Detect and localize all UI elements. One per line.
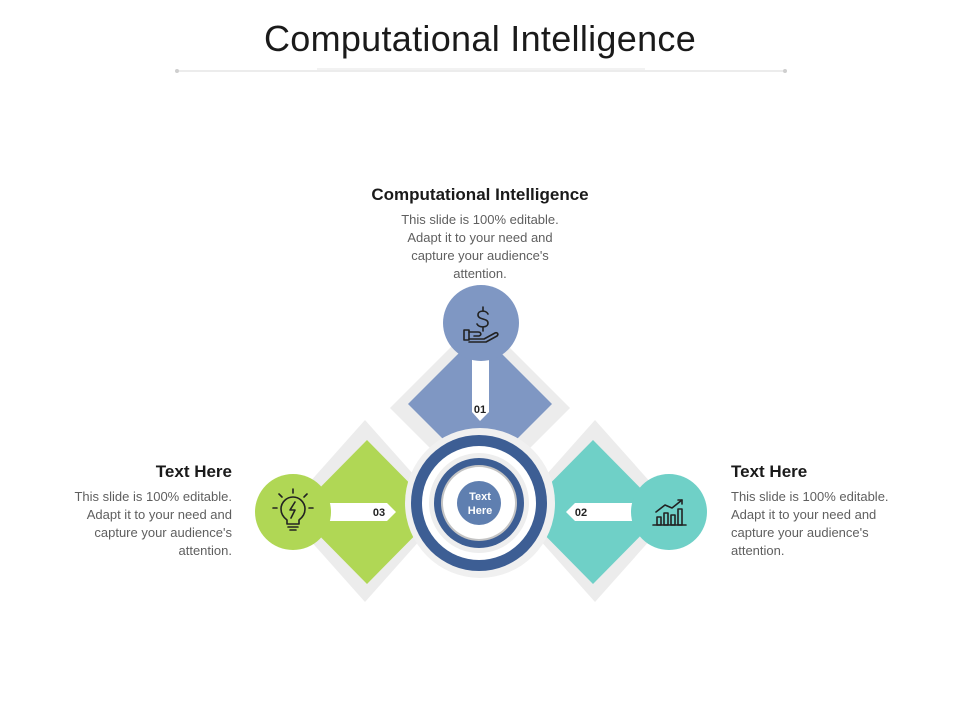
hub-label-line1: Text: [469, 491, 491, 503]
item-number-03: 03: [373, 507, 385, 519]
item-body-01: This slide is 100% editable. Adapt it to…: [401, 212, 559, 281]
item-heading-02: Text Here: [731, 462, 808, 481]
item-heading-01: Computational Intelligence: [371, 185, 589, 204]
text-block-02: Text Here This slide is 100% editable. A…: [731, 462, 903, 560]
dollar-hand-icon: [463, 306, 499, 343]
slide-title: Computational Intelligence: [263, 18, 697, 59]
icon-circle-01: [443, 285, 519, 361]
item-body-02: This slide is 100% editable. Adapt it to…: [731, 489, 889, 558]
item-body-03: This slide is 100% editable. Adapt it to…: [74, 489, 232, 558]
arrow-01: [472, 349, 489, 421]
item-number-01: 01: [474, 404, 486, 416]
hub-label-line2: Here: [468, 505, 492, 517]
growth-chart-icon: [652, 499, 687, 526]
icon-circle-03: [255, 474, 331, 550]
arrow-03: [327, 503, 396, 521]
central-hub: Text Here: [405, 428, 555, 578]
text-block-03: Text Here This slide is 100% editable. A…: [60, 462, 232, 560]
lightbulb-icon: [272, 488, 314, 531]
text-block-01: Computational Intelligence This slide is…: [330, 185, 630, 283]
item-number-02: 02: [575, 507, 587, 519]
arrow-02: [566, 503, 633, 521]
icon-circle-02: [631, 474, 707, 550]
title-divider: [175, 68, 787, 73]
item-heading-03: Text Here: [155, 462, 232, 481]
